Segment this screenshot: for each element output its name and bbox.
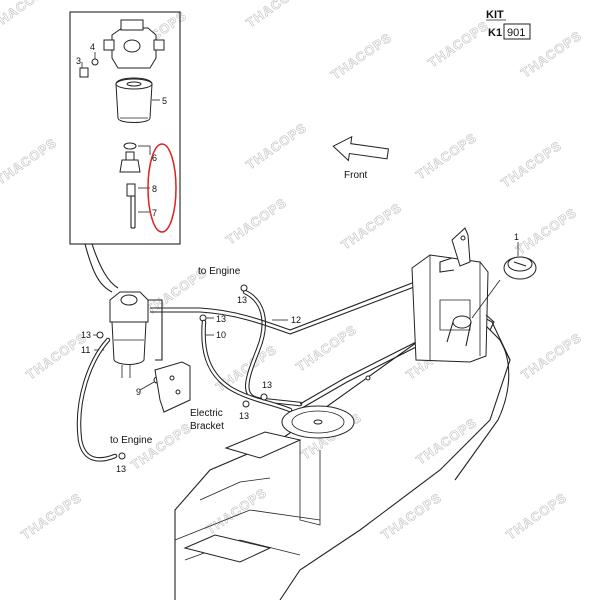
watermark: THACOPS bbox=[0, 0, 55, 32]
watermark: THACOPS bbox=[328, 30, 394, 83]
filter-exploded-view: 4 3 5 6 8 7 bbox=[69, 11, 181, 293]
watermark: THACOPS bbox=[413, 130, 479, 183]
to-engine-top-label: to Engine bbox=[198, 266, 241, 277]
watermark-layer: THACOPS THACOPS THACOPS THACOPS THACOPS … bbox=[0, 0, 585, 543]
bracket-hole bbox=[175, 389, 181, 395]
hose-clamp bbox=[96, 331, 104, 339]
bracket-label-line2: Bracket bbox=[190, 421, 224, 432]
hose-clamp bbox=[242, 400, 250, 408]
filter-head-inlet bbox=[103, 39, 115, 51]
watermark: THACOPS bbox=[223, 195, 289, 248]
filter-port bbox=[120, 294, 138, 306]
filter-canister bbox=[111, 321, 147, 365]
callout-13: 13 bbox=[216, 314, 226, 324]
callout-9: 9 bbox=[136, 387, 141, 397]
filler-neck bbox=[452, 315, 472, 329]
watermark: THACOPS bbox=[243, 0, 309, 30]
latch-pivot bbox=[460, 235, 466, 241]
filter-head-outlet bbox=[153, 39, 165, 51]
callout-3: 3 bbox=[76, 56, 81, 66]
fuel-tank: 1 bbox=[174, 227, 537, 601]
bracket-hole bbox=[169, 375, 175, 381]
cap-leader bbox=[471, 279, 501, 319]
highlight-ellipse bbox=[147, 143, 177, 233]
kit-code-prefix: K1 bbox=[488, 27, 502, 39]
filter-bracket bbox=[148, 299, 163, 361]
callout-10: 10 bbox=[216, 330, 226, 340]
sender-flange-center bbox=[313, 419, 323, 425]
watermark: THACOPS bbox=[378, 490, 444, 543]
arrow-left-icon bbox=[332, 135, 389, 162]
to-engine-bottom-label: to Engine bbox=[110, 435, 153, 446]
callout-4: 4 bbox=[90, 42, 95, 52]
callout-1: 1 bbox=[514, 232, 519, 242]
watermark: THACOPS bbox=[503, 490, 569, 543]
callout-13: 13 bbox=[81, 330, 91, 340]
callout-13: 13 bbox=[239, 411, 249, 421]
drain-plug bbox=[126, 183, 136, 197]
drain-access-plate bbox=[183, 534, 272, 563]
tank-floor bbox=[174, 509, 321, 541]
bolt bbox=[79, 67, 89, 78]
filter-element bbox=[115, 77, 153, 123]
watermark: THACOPS bbox=[128, 420, 194, 473]
watermark: THACOPS bbox=[518, 330, 584, 383]
kit-title: KIT bbox=[486, 9, 504, 21]
fuel-lines: to Engine 13 12 13 13 to Engine 13 bbox=[76, 266, 433, 474]
callout-11: 11 bbox=[81, 345, 90, 355]
watermark: THACOPS bbox=[513, 205, 579, 258]
watermark: THACOPS bbox=[23, 330, 89, 383]
bracket-plate bbox=[154, 361, 191, 413]
sender-flange-inner bbox=[291, 410, 345, 434]
callout-8: 8 bbox=[152, 184, 157, 194]
kit-box: KIT K1 901 bbox=[486, 9, 531, 40]
watermark: THACOPS bbox=[338, 200, 404, 253]
callout-5: 5 bbox=[162, 96, 167, 106]
front-label: Front bbox=[344, 170, 368, 181]
callout-12: 12 bbox=[291, 315, 301, 325]
watermark: THACOPS bbox=[425, 18, 491, 71]
callout-6: 6 bbox=[152, 153, 157, 163]
hose-clamp bbox=[240, 284, 248, 292]
inset-leader bbox=[84, 243, 113, 293]
callout-13: 13 bbox=[237, 295, 247, 305]
watermark: THACOPS bbox=[498, 138, 564, 191]
tank-step-panel bbox=[224, 431, 302, 459]
filter-head-port bbox=[123, 39, 141, 53]
watermark: THACOPS bbox=[0, 135, 60, 188]
kit-code-frame bbox=[503, 23, 531, 40]
hose-clamp bbox=[260, 393, 268, 401]
latch-arm bbox=[451, 227, 471, 267]
bracket-label-line1: Electric bbox=[190, 408, 223, 419]
fuel-filter-assembly: 9 13 11 13 10 bbox=[81, 291, 226, 397]
front-direction-arrow: Front bbox=[332, 135, 389, 181]
metal-fuel-pipe bbox=[150, 279, 421, 331]
o-ring bbox=[123, 142, 137, 150]
callout-7: 7 bbox=[152, 208, 157, 218]
filter-element-hole bbox=[126, 81, 142, 87]
metal-return-pipe bbox=[299, 334, 431, 405]
tank-mark bbox=[365, 375, 371, 381]
inset-frame bbox=[69, 11, 181, 245]
filter-head-cap bbox=[120, 19, 144, 31]
bowl-neck bbox=[125, 151, 135, 161]
water-bowl bbox=[119, 159, 141, 173]
inset-leader bbox=[91, 243, 119, 289]
kit-code-number: 901 bbox=[507, 27, 525, 39]
watermark: THACOPS bbox=[18, 490, 84, 543]
electric-bracket: Electric Bracket bbox=[154, 361, 224, 432]
callout-13: 13 bbox=[116, 464, 126, 474]
filler-stand bbox=[411, 254, 489, 363]
hose-clamp bbox=[118, 452, 126, 460]
washer bbox=[91, 58, 99, 66]
callout-13: 13 bbox=[262, 380, 272, 390]
watermark: THACOPS bbox=[243, 120, 309, 173]
